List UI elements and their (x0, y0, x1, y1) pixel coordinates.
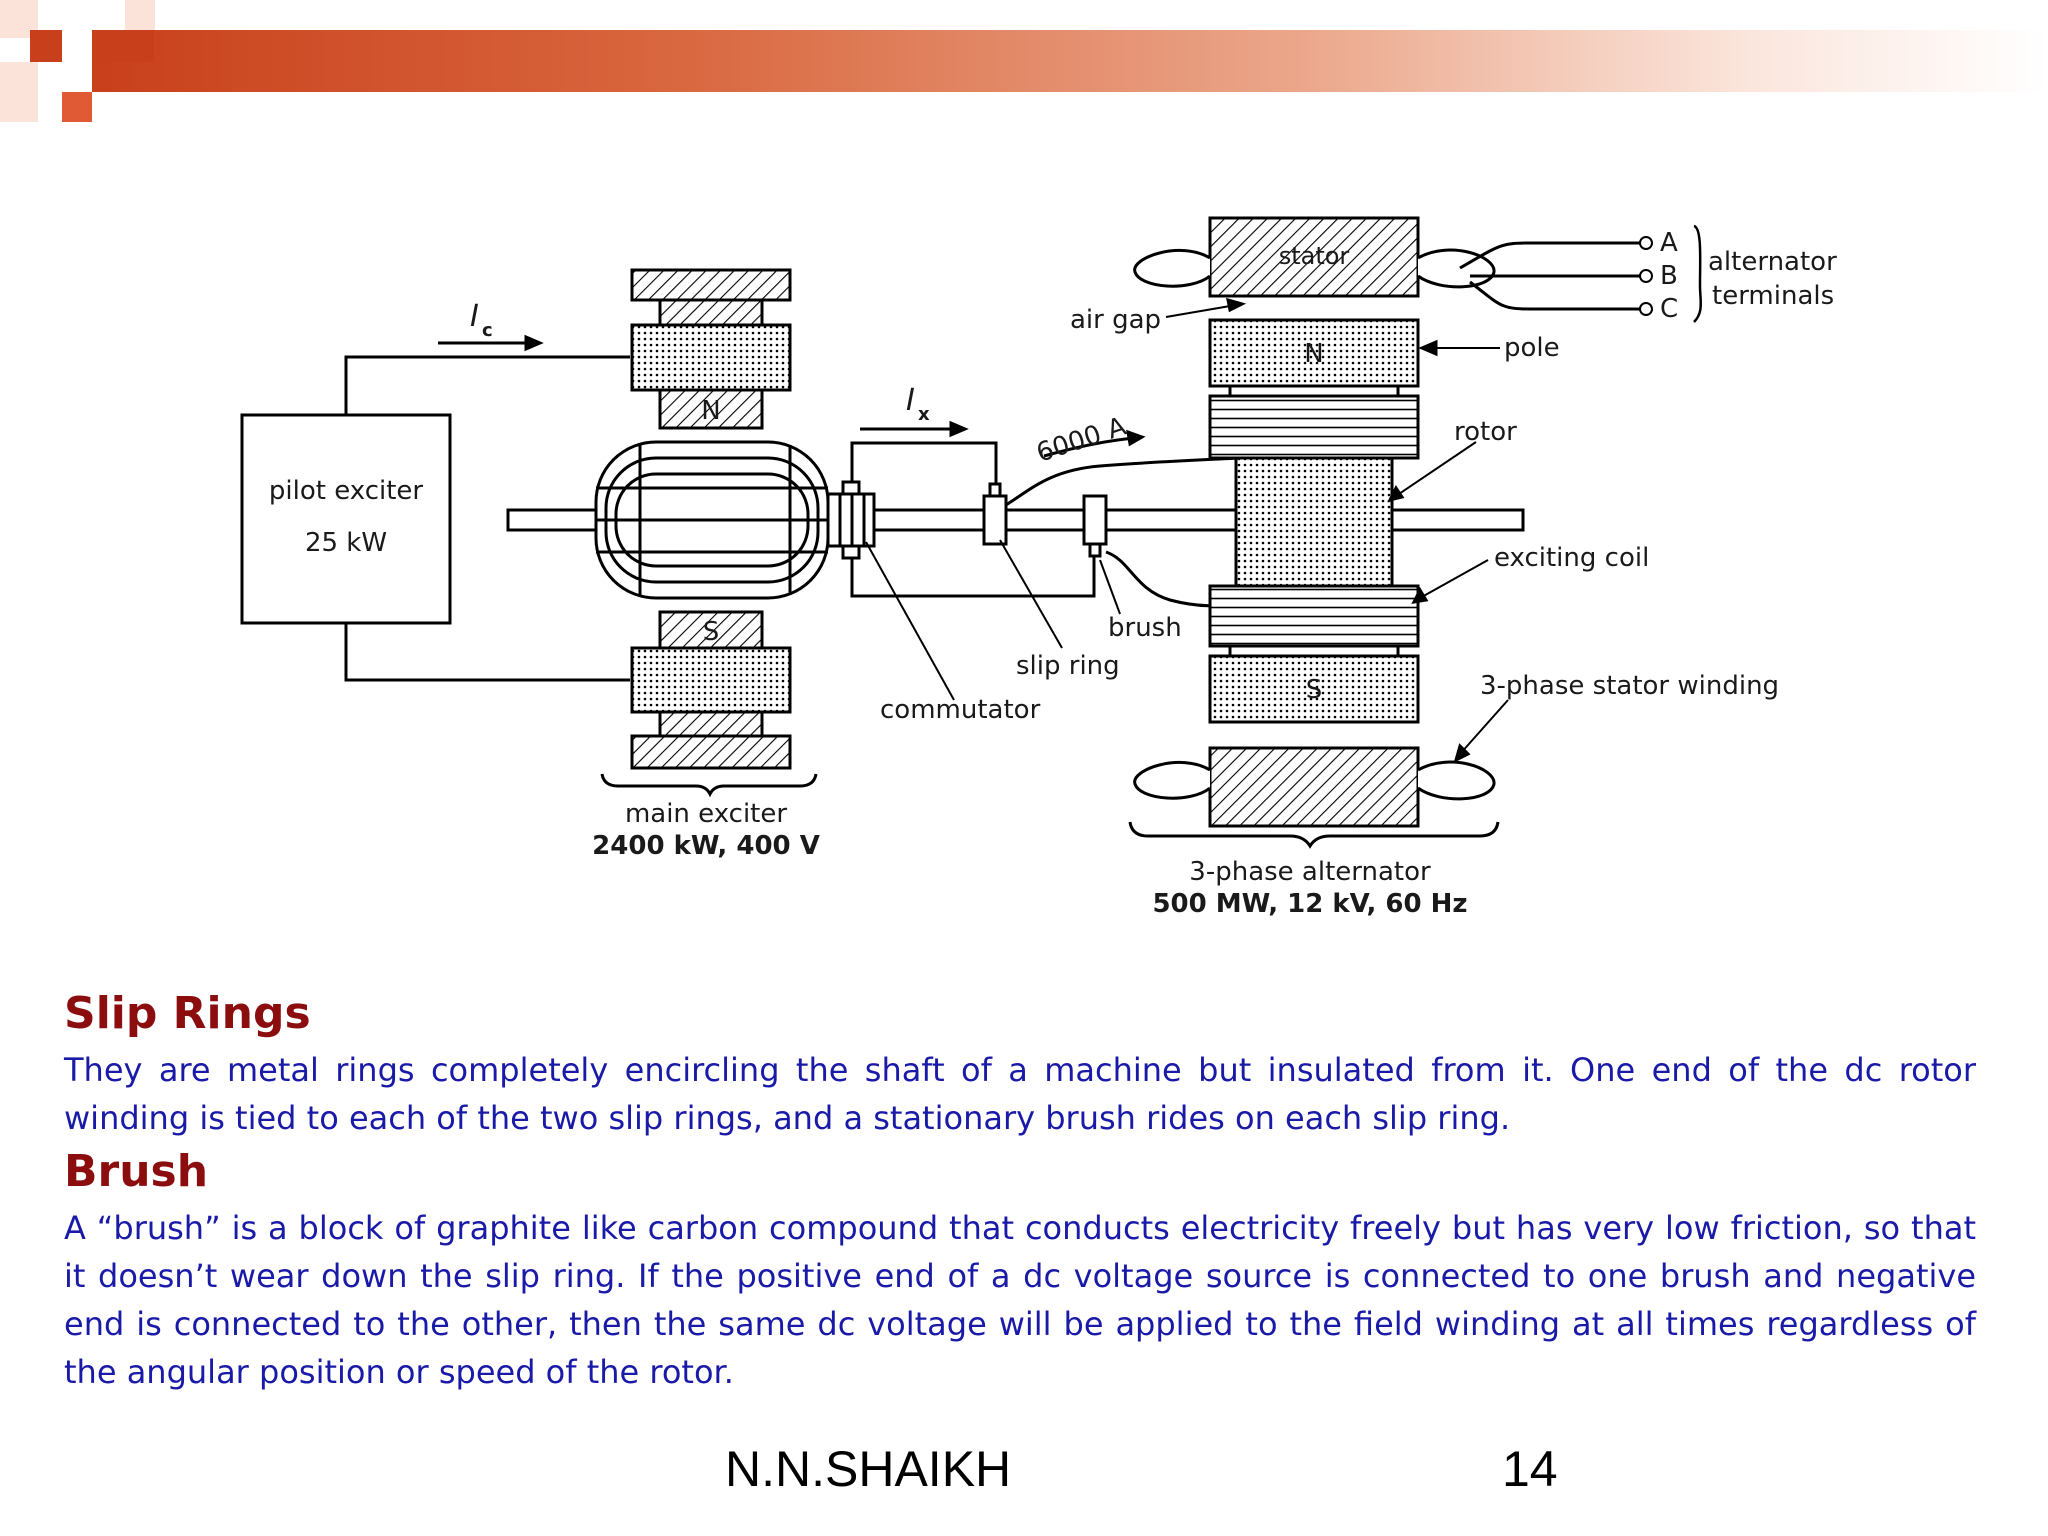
pilot-exciter-power: 25 kW (305, 528, 387, 558)
header-square-light (0, 62, 38, 122)
exciter-s-label: S (703, 617, 720, 647)
stator-coil-end (1417, 760, 1496, 801)
section-body-slip-rings: They are metal rings completely encircli… (64, 1051, 1976, 1137)
pole-label: pole (1504, 333, 1560, 363)
alternator-terminals-label-2: terminals (1712, 281, 1834, 311)
header-square (92, 30, 154, 62)
exciter-top-yoke (630, 268, 792, 302)
alternator-n-label: N (1304, 339, 1323, 369)
slip-ring-1 (982, 494, 1008, 546)
stator-label: stator (1279, 242, 1350, 270)
footer-page-number: 14 (1502, 1441, 1558, 1497)
exciting-coil-label: exciting coil (1494, 543, 1649, 573)
rotor-core (1234, 456, 1394, 588)
rotor-label: rotor (1454, 417, 1517, 447)
rotor-pole-s (1208, 654, 1420, 724)
exciting-coil-bottom (1208, 584, 1420, 648)
footer-author: N.N.SHAIKH (725, 1441, 1012, 1497)
pilot-exciter-box (240, 413, 452, 625)
ix-subscript: x (918, 404, 930, 425)
main-exciter-label: main exciter (625, 799, 787, 829)
exciting-coil-top (1208, 394, 1420, 460)
ic-label: I (470, 299, 479, 334)
alternator-rating: 500 MW, 12 kV, 60 Hz (1152, 889, 1467, 919)
alternator-s-label: S (1306, 675, 1323, 705)
alternator-stator-bottom (1208, 746, 1420, 828)
terminal-a-label: A (1660, 228, 1678, 258)
exciter-top-field (630, 323, 792, 392)
header-square-light (125, 0, 155, 30)
commutator (826, 480, 876, 560)
section-body-brush: A “brush” is a block of graphite like ca… (64, 1209, 1976, 1391)
alternator-label: 3-phase alternator (1189, 857, 1431, 887)
commutator-label: commutator (880, 695, 1041, 725)
header-square (62, 92, 92, 122)
ix-label: I (906, 383, 915, 418)
main-exciter-brace (600, 773, 818, 798)
pilot-exciter-label: pilot exciter (269, 476, 423, 506)
slip-ring-2 (1082, 494, 1108, 546)
stator-coil-end (1133, 248, 1211, 288)
ic-subscript: c (482, 320, 493, 341)
alternator-brace (1128, 821, 1500, 849)
stator-coil-end (1133, 760, 1211, 800)
air-gap-label: air gap (1070, 305, 1161, 335)
terminal-b-label: B (1660, 261, 1678, 291)
alternator-stator-top (1208, 216, 1420, 298)
main-exciter-rating: 2400 kW, 400 V (592, 831, 820, 861)
exciter-n-label: N (701, 396, 720, 426)
brush-label: brush (1108, 613, 1182, 643)
synchronous-generator-diagram: I c I x pilot exciter 25 kW N S 6000 A a… (240, 216, 1837, 919)
header-bar (92, 30, 2048, 92)
slip-ring-label: slip ring (1016, 651, 1120, 681)
exciter-pole-n (658, 388, 764, 430)
exciter-armature (594, 440, 830, 600)
rotor-pole-n (1208, 318, 1420, 388)
exciter-bottom-yoke (630, 734, 792, 770)
current-6000-label: 6000 A (1033, 412, 1130, 469)
terminal-c-label: C (1660, 294, 1678, 324)
exciter-bottom-field (630, 646, 792, 714)
stator-winding-label: 3-phase stator winding (1480, 671, 1779, 701)
section-title-slip-rings: Slip Rings (64, 988, 311, 1039)
alternator-terminals-label: alternator (1708, 247, 1837, 277)
section-title-brush: Brush (64, 1146, 209, 1197)
header-square (30, 30, 62, 62)
